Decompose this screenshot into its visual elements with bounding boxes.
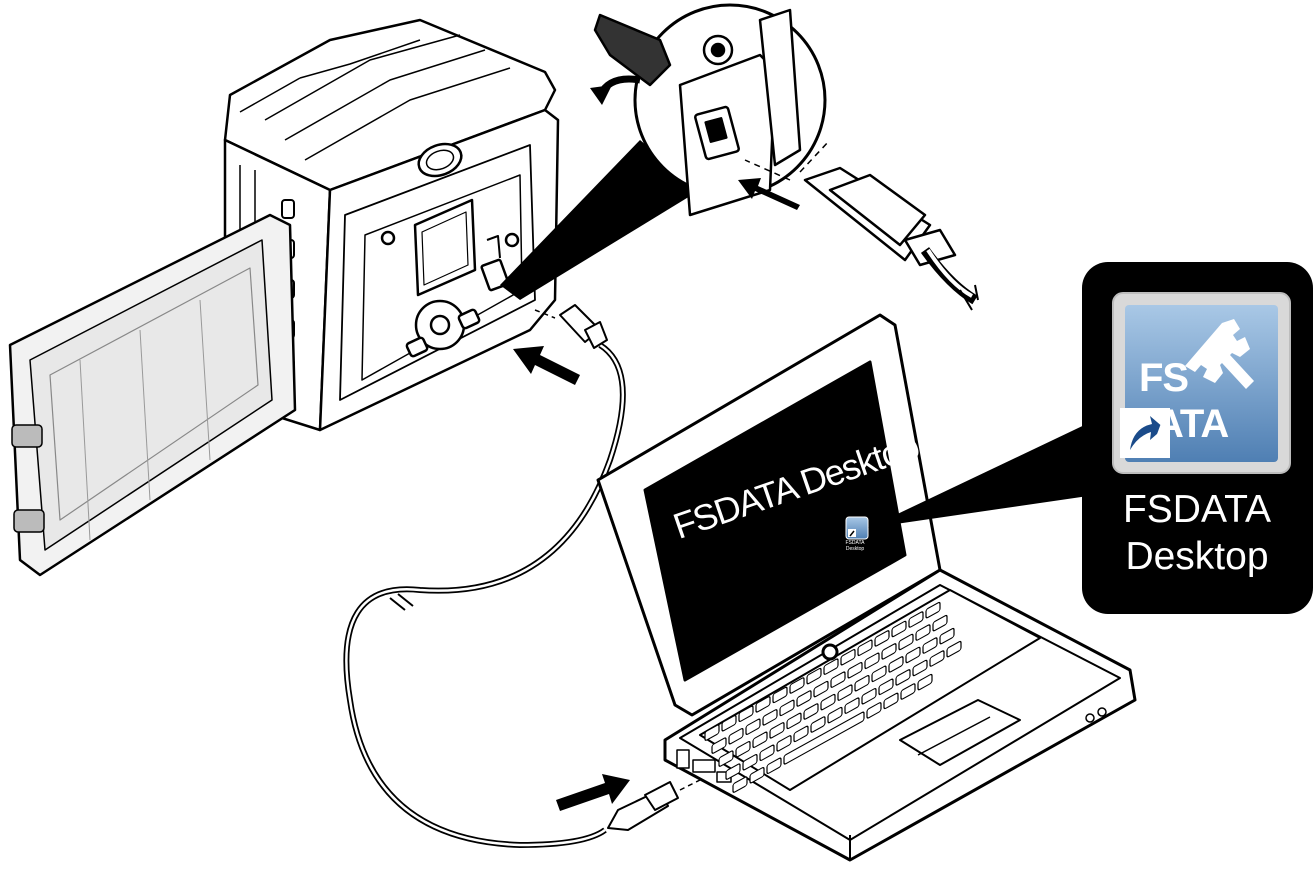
wrench-icon	[1185, 319, 1254, 389]
icon-callout-wedge	[868, 420, 1095, 528]
laptop-screen	[643, 360, 907, 682]
mini-label-line-2: Desktop	[845, 546, 865, 552]
shortcut-arrow-icon	[1130, 416, 1164, 450]
insert-arrow-top	[738, 178, 800, 210]
device-display	[413, 198, 477, 297]
device-usb-port	[480, 258, 510, 292]
desktop-shortcut-label: FSDATA Desktop	[838, 540, 872, 552]
port-cover-flap	[593, 13, 672, 87]
label-line-2: Desktop	[1125, 535, 1269, 578]
label-line-1: FSDATA	[1122, 488, 1272, 531]
fsdata-desktop-label: FSDATA Desktop	[1086, 486, 1308, 580]
usb-b-plug-zoom	[744, 139, 979, 311]
insert-arrow-laptop	[556, 774, 630, 811]
usb-cable	[343, 342, 626, 849]
laptop	[596, 313, 1137, 862]
flow-logger-device	[8, 18, 560, 577]
laptop-keys	[704, 601, 962, 793]
insert-arrow-device	[513, 346, 580, 385]
icon-text-data: ATA	[1155, 402, 1229, 446]
mini-label-line-1: FSDATA	[845, 540, 865, 546]
desktop-shortcut-icon	[845, 516, 869, 540]
usb-b-plug-device	[534, 304, 608, 349]
fsdata-icon-callout	[1082, 262, 1313, 614]
usb-port-zoom-callout	[500, 3, 827, 300]
usb-a-plug-laptop	[607, 779, 701, 831]
icon-text-fs: FS	[1139, 356, 1189, 400]
